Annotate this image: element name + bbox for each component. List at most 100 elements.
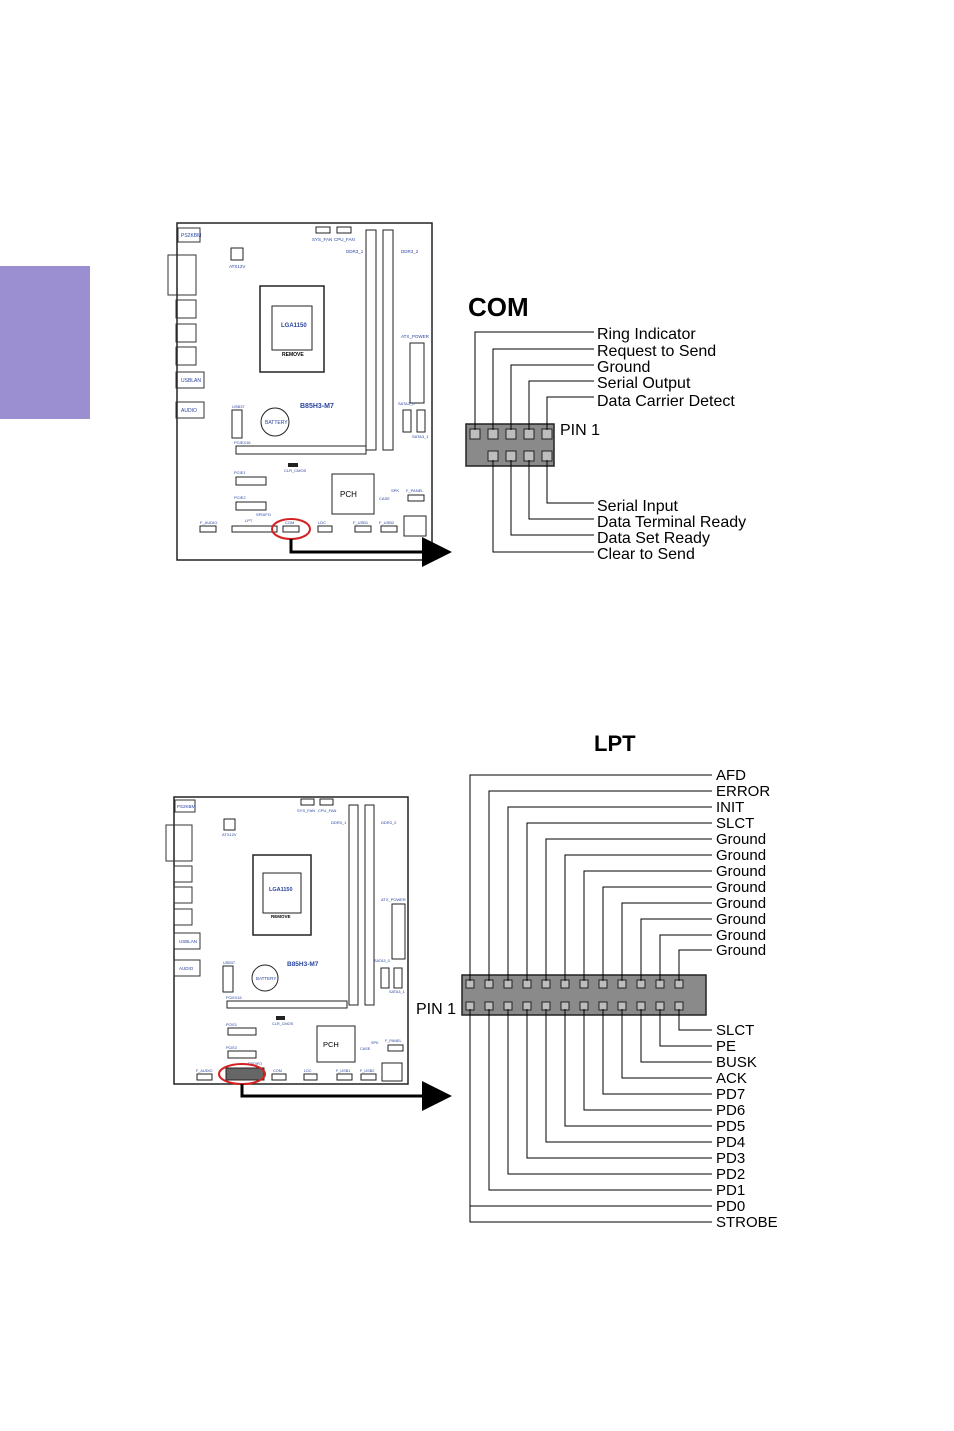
svg-text:DDR3_1: DDR3_1 xyxy=(346,249,364,254)
svg-text:F_PANEL: F_PANEL xyxy=(385,1039,402,1043)
svg-text:PS2KBM: PS2KBM xyxy=(177,804,196,809)
cpu-socket-label: LGA1150 xyxy=(281,323,307,329)
svg-text:F_AUDIO: F_AUDIO xyxy=(196,1069,213,1073)
svg-text:LDC: LDC xyxy=(318,520,326,525)
lpt-pin-label: PD7 xyxy=(716,1086,745,1103)
lpt-pin-label: Ground xyxy=(716,831,766,848)
lpt-pin-label: Ground xyxy=(716,942,766,959)
section-side-tab xyxy=(0,266,90,419)
svg-text:REMOVE: REMOVE xyxy=(282,352,304,358)
com-pin1-label: PIN 1 xyxy=(560,422,600,439)
svg-text:BATTERY: BATTERY xyxy=(265,420,288,426)
lpt-pin-label: ACK xyxy=(716,1070,747,1087)
com-pin-label: Data Terminal Ready xyxy=(597,514,746,531)
svg-text:DDR3_2: DDR3_2 xyxy=(401,249,419,254)
svg-text:F_AUDIO: F_AUDIO xyxy=(200,520,217,525)
motherboard-diagram-com: PS2KBM USBLAN AUDIO ATX12V SYS_FAN CPU_F… xyxy=(167,222,452,567)
lpt-pin-label: PD6 xyxy=(716,1102,745,1119)
lpt-pin-label: INIT xyxy=(716,799,744,816)
lpt-pin-label: ERROR xyxy=(716,783,770,800)
svg-text:SATA3_0: SATA3_0 xyxy=(374,959,390,963)
svg-text:SPDIFO: SPDIFO xyxy=(248,1062,262,1066)
lpt-pin-label: Ground xyxy=(716,863,766,880)
svg-text:SATA3_1: SATA3_1 xyxy=(389,990,405,994)
svg-text:F_USB2: F_USB2 xyxy=(360,1069,374,1073)
svg-text:LGA1150: LGA1150 xyxy=(269,887,293,893)
svg-text:CLR_CMOS: CLR_CMOS xyxy=(284,468,307,473)
com-pin-label: Serial Output xyxy=(597,375,691,392)
svg-text:SATA3_0: SATA3_0 xyxy=(398,401,415,406)
svg-text:AUDIO: AUDIO xyxy=(181,408,197,414)
lpt-pin-label: AFD xyxy=(716,767,746,784)
svg-text:LDC: LDC xyxy=(304,1069,312,1073)
svg-text:ATX_POWER: ATX_POWER xyxy=(381,897,406,902)
svg-text:SYS_FAN: SYS_FAN xyxy=(312,237,332,242)
svg-text:SYS_FAN: SYS_FAN xyxy=(297,808,315,813)
svg-text:AUDIO: AUDIO xyxy=(179,966,194,971)
lpt-pin-label: Ground xyxy=(716,847,766,864)
com-pin-label: Ground xyxy=(597,359,650,376)
svg-text:PCIE2: PCIE2 xyxy=(234,495,246,500)
lpt-pin-label: PD2 xyxy=(716,1166,745,1183)
svg-text:SPDIFO: SPDIFO xyxy=(256,512,271,517)
com-title: COM xyxy=(468,292,529,322)
svg-text:PCIE1: PCIE1 xyxy=(226,1023,237,1027)
lpt-pin-label: STROBE xyxy=(716,1214,778,1231)
lpt-pin-label: PD1 xyxy=(716,1182,745,1199)
lpt-pin-label: PD5 xyxy=(716,1118,745,1135)
com-pin-label: Serial Input xyxy=(597,498,678,515)
svg-text:F_PANEL: F_PANEL xyxy=(406,488,424,493)
com-pin-label: Ring Indicator xyxy=(597,326,696,343)
svg-text:PCIE2: PCIE2 xyxy=(226,1046,237,1050)
svg-text:COM: COM xyxy=(285,520,294,525)
com-callout-arrow xyxy=(289,537,452,567)
svg-text:CPU_FAN: CPU_FAN xyxy=(318,808,337,813)
svg-text:ATX12V: ATX12V xyxy=(222,832,237,837)
chipset-label: PCH xyxy=(340,490,357,499)
lpt-pin-label: PD4 xyxy=(716,1134,745,1151)
board-label-ps2km: PS2KBM xyxy=(181,233,201,239)
lpt-pin1-label: PIN 1 xyxy=(416,1001,456,1018)
lpt-pin-label: Ground xyxy=(716,927,766,944)
lpt-pin-label: SLCT xyxy=(716,1022,754,1039)
com-pin-label: Data Set Ready xyxy=(597,530,710,547)
svg-text:B85H3-M7: B85H3-M7 xyxy=(287,961,319,968)
svg-text:USB37: USB37 xyxy=(223,961,235,965)
svg-text:CLR_CMOS: CLR_CMOS xyxy=(272,1022,294,1026)
svg-text:DDR3_1: DDR3_1 xyxy=(331,820,347,825)
svg-text:SATA3_1: SATA3_1 xyxy=(412,434,429,439)
svg-text:LPT: LPT xyxy=(245,518,253,523)
board-model: B85H3-M7 xyxy=(300,403,334,410)
com-pin-label: Data Carrier Detect xyxy=(597,393,735,410)
lpt-pin-label: SLCT xyxy=(716,815,754,832)
svg-text:PCH: PCH xyxy=(323,1040,339,1049)
svg-text:CASE: CASE xyxy=(360,1047,371,1051)
svg-text:ATX12V: ATX12V xyxy=(229,264,245,269)
svg-text:PCIEX16: PCIEX16 xyxy=(234,440,251,445)
lpt-callout-arrow xyxy=(240,1081,452,1111)
svg-text:DDR3_2: DDR3_2 xyxy=(381,820,397,825)
svg-text:REMOVE: REMOVE xyxy=(271,914,291,919)
com-pinout-diagram: COM PIN 1 Ring Indicator Request to Send… xyxy=(465,292,746,563)
lpt-pin-label: Ground xyxy=(716,911,766,928)
svg-text:CASE: CASE xyxy=(379,496,390,501)
motherboard-diagram-lpt: PS2KBM USBLAN AUDIO ATX12V SYS_FAN CPU_F… xyxy=(165,796,452,1111)
svg-text:SPK: SPK xyxy=(371,1041,379,1045)
lpt-pin-label: Ground xyxy=(716,895,766,912)
svg-text:SPK: SPK xyxy=(391,488,399,493)
lpt-pinout-diagram: LPT PIN 1 xyxy=(416,731,778,1231)
lpt-pin-label: Ground xyxy=(716,879,766,896)
lpt-pin-label: PE xyxy=(716,1038,736,1055)
svg-text:COM: COM xyxy=(273,1069,282,1073)
com-pin-label: Clear to Send xyxy=(597,546,695,563)
svg-text:F_USB1: F_USB1 xyxy=(353,520,369,525)
com-pin-label: Request to Send xyxy=(597,343,716,360)
svg-text:PCIE1: PCIE1 xyxy=(234,470,246,475)
svg-text:BATTERY: BATTERY xyxy=(256,976,276,981)
lpt-pin-label: PD3 xyxy=(716,1150,745,1167)
svg-text:ATX_POWER: ATX_POWER xyxy=(401,334,430,339)
lpt-title: LPT xyxy=(594,731,636,756)
svg-text:USBLAN: USBLAN xyxy=(181,378,201,384)
lpt-pin-label: BUSK xyxy=(716,1054,757,1071)
